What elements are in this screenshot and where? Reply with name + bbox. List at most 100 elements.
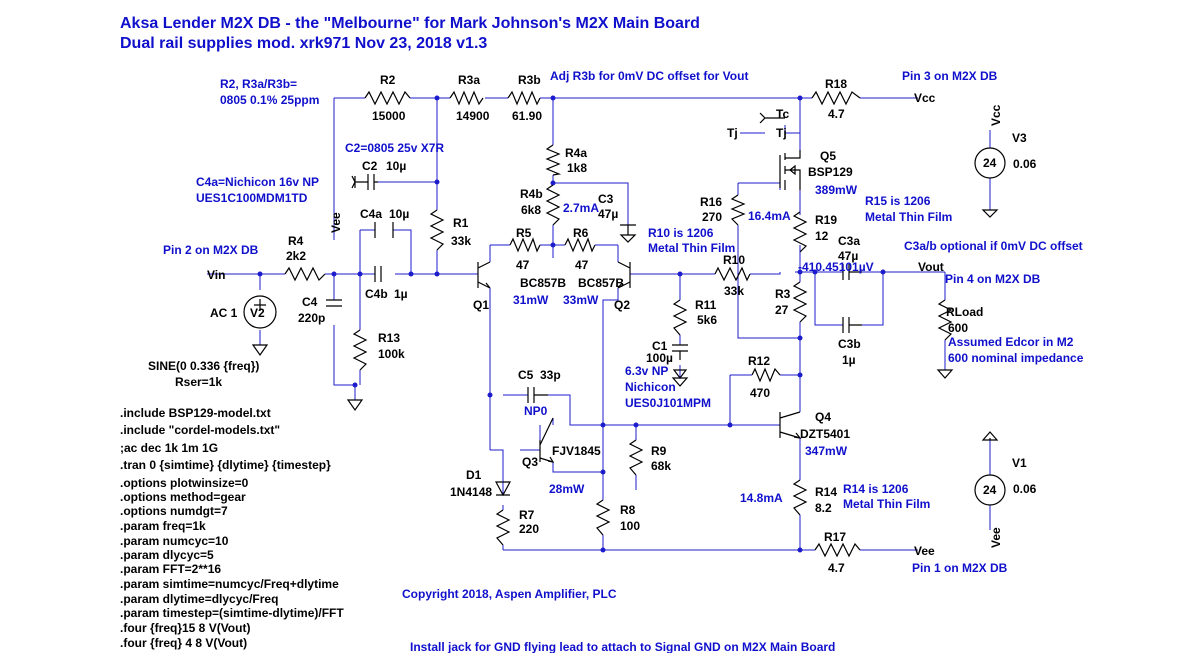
v1-net-label: Vee — [989, 527, 1003, 548]
schematic-subtitle: Dual rail supplies mod. xrk971 Nov 23, 2… — [120, 35, 487, 52]
c4b-value: 1µ — [394, 287, 408, 301]
c1-name: C1 — [652, 339, 668, 353]
r14-value: 8.2 — [815, 501, 832, 515]
c3b-value: 1µ — [842, 353, 856, 367]
current-2-7ma: 2.7mA — [563, 201, 599, 215]
vee-label: Vee — [329, 212, 343, 233]
ground-symbol — [671, 377, 689, 387]
q3-part: FJV1845 — [552, 444, 601, 458]
c4b-capacitor-symbol — [374, 266, 382, 282]
spice-line: .param timestep=(simtime-dlytime)/FFT — [120, 606, 344, 620]
current-14-8ma: 14.8mA — [740, 491, 783, 505]
q1-part: BC857B — [520, 276, 566, 290]
spice-line: .param freq=1k — [120, 519, 206, 533]
spice-line: .four {freq}15 8 V(Vout) — [120, 621, 250, 635]
copyright-note: Copyright 2018, Aspen Amplifier, PLC — [402, 587, 617, 601]
r16-resistor-symbol — [730, 194, 746, 226]
v3-source-symbol — [974, 147, 1006, 179]
c2-capacitor-symbol — [351, 174, 378, 190]
r5-resistor-symbol — [509, 237, 541, 253]
r1-value: 33k — [451, 234, 471, 248]
r2-name: R2 — [380, 73, 396, 87]
r6-value: 47 — [575, 258, 589, 272]
r2-note-line1: R2, R3a/R3b= — [220, 77, 297, 91]
vin-label: Vin — [207, 268, 225, 282]
q2-transistor-symbol — [617, 261, 631, 289]
spice-line: .options numdgt=7 — [120, 504, 228, 518]
r3b-name: R3b — [518, 73, 541, 87]
d1-diode-symbol — [494, 481, 512, 497]
ground-symbol — [251, 344, 269, 357]
r14-name: R14 — [815, 485, 837, 499]
q5-mosfet-symbol — [779, 150, 801, 190]
c4a-note-line2: UES1C100MDM1TD — [196, 191, 308, 205]
r4a-value: 1k8 — [567, 161, 587, 175]
r8-name: R8 — [620, 503, 636, 517]
r7-resistor-symbol — [495, 509, 511, 546]
c5-note: NP0 — [524, 404, 548, 418]
q4-name: Q4 — [815, 410, 831, 424]
edcor-note-line1: Assumed Edcor in M2 — [948, 335, 1074, 349]
c1-note-line3: UES0J101MPM — [625, 396, 711, 410]
r17-value: 4.7 — [828, 561, 845, 575]
r9-resistor-symbol — [628, 439, 644, 476]
spice-line: .tran 0 {simtime} {dlytime} {timestep} — [120, 458, 331, 472]
spice-line: .param simtime=numcyc/Freq+dlytime — [120, 577, 339, 591]
spice-line: .param dlycyc=5 — [120, 548, 214, 562]
c4a-capacitor-symbol — [374, 222, 394, 238]
spice-line: .param dlytime=dlycyc/Freq — [120, 592, 278, 606]
vout-label: Vout — [918, 260, 944, 274]
r19-value: 12 — [815, 229, 829, 243]
spice-line: .include "cordel-models.txt" — [120, 423, 280, 437]
r3-value: 27 — [775, 303, 789, 317]
v3-volt: 24 — [983, 156, 997, 170]
c5-value: 33p — [540, 368, 561, 382]
r10-note-line1: R10 is 1206 — [648, 226, 714, 240]
r16-value: 270 — [702, 210, 722, 224]
r8-value: 100 — [620, 519, 640, 533]
r3-resistor-symbol — [792, 281, 808, 323]
r4a-resistor-symbol — [545, 144, 562, 176]
v3-net-label: Vcc — [989, 104, 1003, 126]
pin3-label: Pin 3 on M2X DB — [902, 69, 998, 83]
q2-name: Q2 — [614, 298, 630, 312]
r10-value: 33k — [724, 284, 744, 298]
v1-name: V1 — [1012, 456, 1027, 470]
r6-name: R6 — [573, 226, 589, 240]
r8-resistor-symbol — [595, 499, 611, 536]
c1-note-line2: Nichicon — [625, 380, 676, 394]
r17-name: R17 — [824, 530, 846, 544]
spice-line: .include BSP129-model.txt — [120, 406, 271, 420]
c3a-name: C3a — [838, 234, 860, 248]
vee-net-label: Vee — [914, 544, 935, 558]
q3-name: Q3 — [522, 455, 538, 469]
r18-name: R18 — [825, 77, 847, 91]
spice-line: .options plotwinsize=0 — [120, 476, 249, 490]
pin1-label: Pin 1 on M2X DB — [912, 561, 1008, 575]
q2-power: 33mW — [563, 293, 599, 307]
edcor-note-line2: 600 nominal impedance — [948, 351, 1084, 365]
r14-note-line2: Metal Thin Film — [843, 497, 930, 511]
c4a-note-line1: C4a=Nichicon 16v NP — [196, 175, 319, 189]
schematic-title: Aksa Lender M2X DB - the "Melbourne" for… — [120, 15, 700, 32]
r4b-value: 6k8 — [521, 203, 541, 217]
vcc-net-label: Vcc — [914, 91, 936, 105]
component-symbols — [243, 90, 1006, 558]
r13-value: 100k — [378, 347, 405, 361]
c3ab-note: C3a/b optional if 0mV DC offset — [904, 239, 1083, 253]
c4-capacitor-symbol — [326, 299, 342, 307]
r13-resistor-symbol — [352, 329, 368, 371]
r15-note-line2: Metal Thin Film — [865, 210, 952, 224]
d1-part: 1N4148 — [450, 485, 492, 499]
q4-part: DZT5401 — [800, 427, 850, 441]
c3b-capacitor-symbol — [842, 317, 862, 333]
v1-volt: 24 — [983, 483, 997, 497]
r16-name: R16 — [700, 195, 722, 209]
spice-directives: .include BSP129-model.txt .include "cord… — [120, 406, 344, 650]
q4-transistor-symbol — [779, 411, 802, 439]
r11-name: R11 — [695, 298, 717, 312]
r3a-name: R3a — [458, 73, 480, 87]
r2-value: 15000 — [372, 109, 406, 123]
vout-offset-reading: -410.45101µV — [798, 260, 874, 274]
current-16-4ma: 16.4mA — [748, 209, 791, 223]
